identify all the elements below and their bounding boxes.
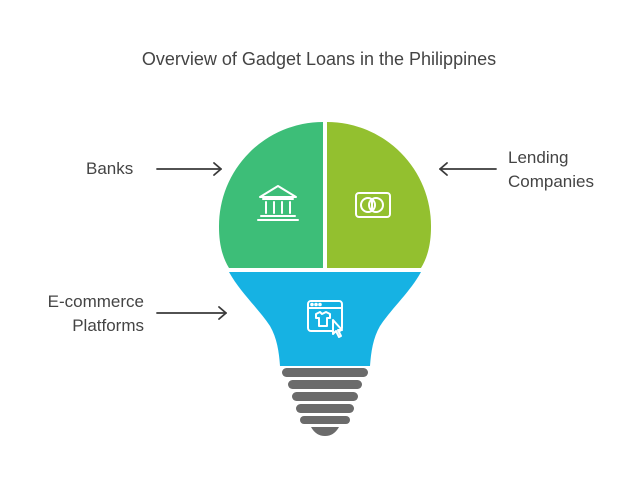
label-ecommerce-line-2: Platforms [72,316,144,335]
label-lending-line-2: Companies [508,172,594,191]
bank-building-icon [257,185,299,221]
segment-banks [218,122,323,268]
online-shopping-window-icon [307,300,343,338]
label-lending-line-1: Lending [508,148,569,167]
label-ecommerce-line-1: E-commerce [47,292,144,311]
segment-lending-companies [327,122,432,268]
label-lending-companies: Lending Companies [508,146,594,194]
bulb-base [282,368,368,436]
label-ecommerce-platforms: E-commerce Platforms [20,290,144,338]
label-banks: Banks [86,157,133,181]
credit-card-icon [355,192,391,218]
title: Overview of Gadget Loans in the Philippi… [141,49,497,69]
arrow-lending-companies [439,162,497,176]
arrow-ecommerce-platforms [156,306,227,320]
label-banks-line: Banks [86,159,134,178]
segment-ecommerce-platforms [229,272,421,366]
arrow-banks [156,162,222,176]
